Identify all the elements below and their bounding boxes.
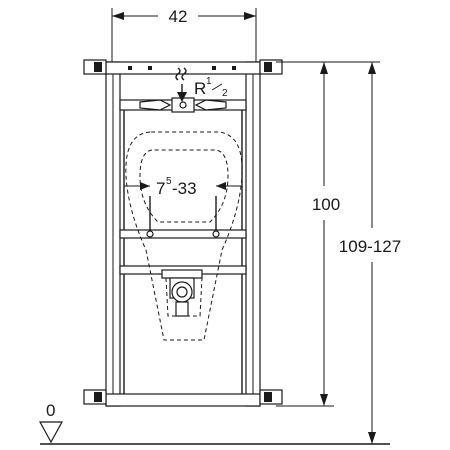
thread-denominator: 2 — [222, 88, 228, 99]
water-supply: R 1 2 — [175, 67, 228, 102]
adjustable-height-label: 109-127 — [339, 237, 401, 256]
fixing-range-base: 7 — [156, 179, 165, 198]
height-dimension: 100 — [276, 61, 340, 407]
floor-level: 0 — [38, 401, 390, 445]
width-label: 42 — [169, 7, 188, 26]
thread-numerator: 1 — [206, 76, 212, 87]
frame-feet — [83, 59, 283, 405]
fixing-bolts: 7 5 -33 — [124, 176, 242, 238]
fixture-outline — [125, 131, 243, 341]
adjustable-height-dimension: 109-127 — [282, 61, 401, 444]
thread-prefix: R — [194, 79, 206, 98]
floor-level-label: 0 — [46, 401, 55, 420]
fixing-range-rest: -33 — [172, 179, 197, 198]
frame-height-label: 100 — [312, 195, 340, 214]
fixing-range-sup: 5 — [166, 176, 172, 187]
width-dimension: 42 — [111, 7, 257, 62]
drain-fitting — [161, 269, 203, 317]
frame-structure — [105, 61, 261, 407]
